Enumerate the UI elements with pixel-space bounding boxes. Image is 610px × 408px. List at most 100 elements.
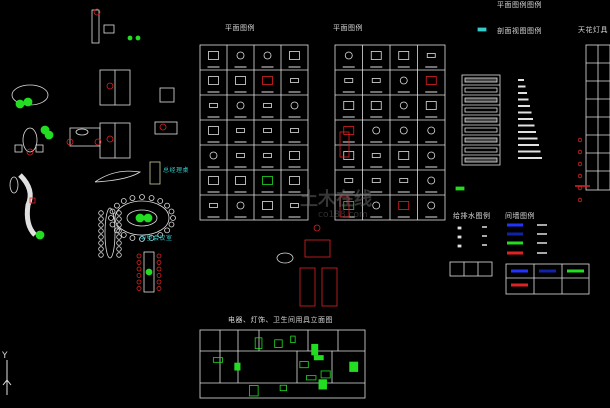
conference-table-oval — [114, 200, 170, 236]
desk — [154, 121, 178, 135]
chair — [98, 216, 104, 222]
chair — [109, 208, 116, 215]
cabinet — [103, 24, 115, 34]
chair — [156, 273, 162, 278]
green-fixture — [274, 339, 283, 348]
car — [299, 267, 316, 307]
chair — [98, 234, 104, 240]
chair — [157, 232, 164, 238]
plan-legend-grid-2-symbol — [427, 151, 436, 160]
piano — [276, 252, 294, 264]
plan-legend-grid-2-symbol — [344, 78, 354, 83]
plan-legend-grid-1-symbol — [236, 153, 245, 158]
plan-legend-grid-2-symbol — [399, 126, 408, 135]
plan-legend-grid-1-symbol — [263, 103, 272, 108]
lamp — [66, 138, 74, 146]
elevation-table — [199, 329, 366, 399]
green-fixture — [254, 337, 263, 349]
plan-legend-grid-1-symbol — [236, 128, 245, 133]
chair — [136, 279, 142, 285]
plan-legend-grid-1-symbol — [290, 78, 299, 83]
chair — [164, 202, 170, 209]
label-manager-desk: 总经理桌 — [163, 167, 190, 174]
plan-legend-grid-1-symbol — [290, 203, 299, 208]
plant — [145, 268, 153, 276]
chair — [136, 286, 142, 291]
section-hatch — [464, 77, 498, 83]
section-hatch — [464, 157, 498, 163]
plan-legend-grid-1-symbol — [209, 103, 218, 108]
plant — [44, 130, 54, 140]
green-fixture — [320, 370, 331, 379]
title-plan-legend-1: 平面图例 — [225, 24, 255, 32]
plan-legend-grid-1-symbol — [208, 76, 219, 85]
chair — [159, 123, 167, 131]
chair — [156, 266, 162, 272]
chair — [114, 202, 120, 209]
chair — [156, 286, 162, 291]
plan-legend-grid-1-symbol — [262, 176, 273, 185]
green-fixture — [249, 384, 259, 397]
plant — [15, 99, 25, 109]
chair — [148, 195, 155, 201]
chair — [136, 260, 142, 265]
plan-legend-grid-1-symbol — [236, 51, 245, 60]
red-symbol — [339, 131, 350, 158]
section-legend-list — [461, 74, 501, 166]
plan-legend-grid-2-symbol — [399, 101, 408, 110]
title-partition-legend: 间墙图例 — [505, 212, 535, 220]
plumbing-symbol — [457, 226, 462, 230]
lamp-symbol — [577, 173, 583, 179]
green-mark — [455, 186, 465, 191]
plan-legend-grid-2-symbol — [427, 201, 436, 210]
plan-legend-grid-2-symbol — [371, 178, 381, 183]
green-fixture — [311, 343, 319, 356]
title-plumbing-legend: 给排水图例 — [453, 212, 491, 220]
chair — [116, 246, 122, 252]
chair — [129, 195, 136, 201]
chair — [120, 198, 127, 204]
plan-legend-grid-1-symbol — [235, 176, 246, 185]
car — [321, 267, 338, 307]
plan-legend-grid-1-symbol — [209, 203, 218, 208]
chair — [116, 222, 122, 228]
plan-legend-grid-2-symbol — [399, 76, 408, 85]
seat — [35, 144, 44, 153]
plant — [143, 213, 153, 223]
plant — [127, 35, 133, 41]
plan-legend-grid-2-symbol — [344, 178, 354, 183]
plan-legend-grid-1-symbol — [208, 176, 219, 185]
chair — [156, 253, 162, 259]
plant — [135, 213, 145, 223]
red-symbol — [339, 196, 350, 218]
plant — [23, 97, 33, 107]
plant — [35, 230, 45, 240]
chair — [136, 273, 142, 278]
green-fixture — [290, 335, 296, 343]
chair — [120, 232, 127, 238]
plan-legend-grid-1-symbol — [263, 51, 272, 60]
plan-legend-grid-1-symbol — [235, 76, 246, 85]
watermark: 土木在线 — [300, 189, 372, 210]
section-hatch — [464, 107, 498, 113]
ucs-y-label: Y — [2, 351, 8, 361]
lamp-symbol — [577, 149, 583, 155]
table — [75, 128, 89, 136]
plan-legend-grid-2-symbol — [372, 201, 381, 210]
plan-legend-grid-1-symbol — [289, 51, 300, 60]
table-inner — [126, 209, 158, 227]
plan-legend-grid-2-symbol — [370, 51, 382, 60]
chair — [116, 240, 122, 246]
chair — [136, 266, 142, 272]
chair — [116, 228, 122, 234]
conference-table — [104, 207, 116, 259]
green-fixture — [212, 357, 223, 363]
chair — [106, 135, 114, 143]
chair — [98, 210, 104, 216]
side-table — [29, 197, 36, 204]
section-hatch — [464, 137, 498, 143]
plan-legend-grid-1-symbol — [208, 126, 219, 135]
plan-legend-grid-1-symbol — [236, 201, 245, 210]
title-plan-legend-2: 平面图例 — [333, 24, 363, 32]
